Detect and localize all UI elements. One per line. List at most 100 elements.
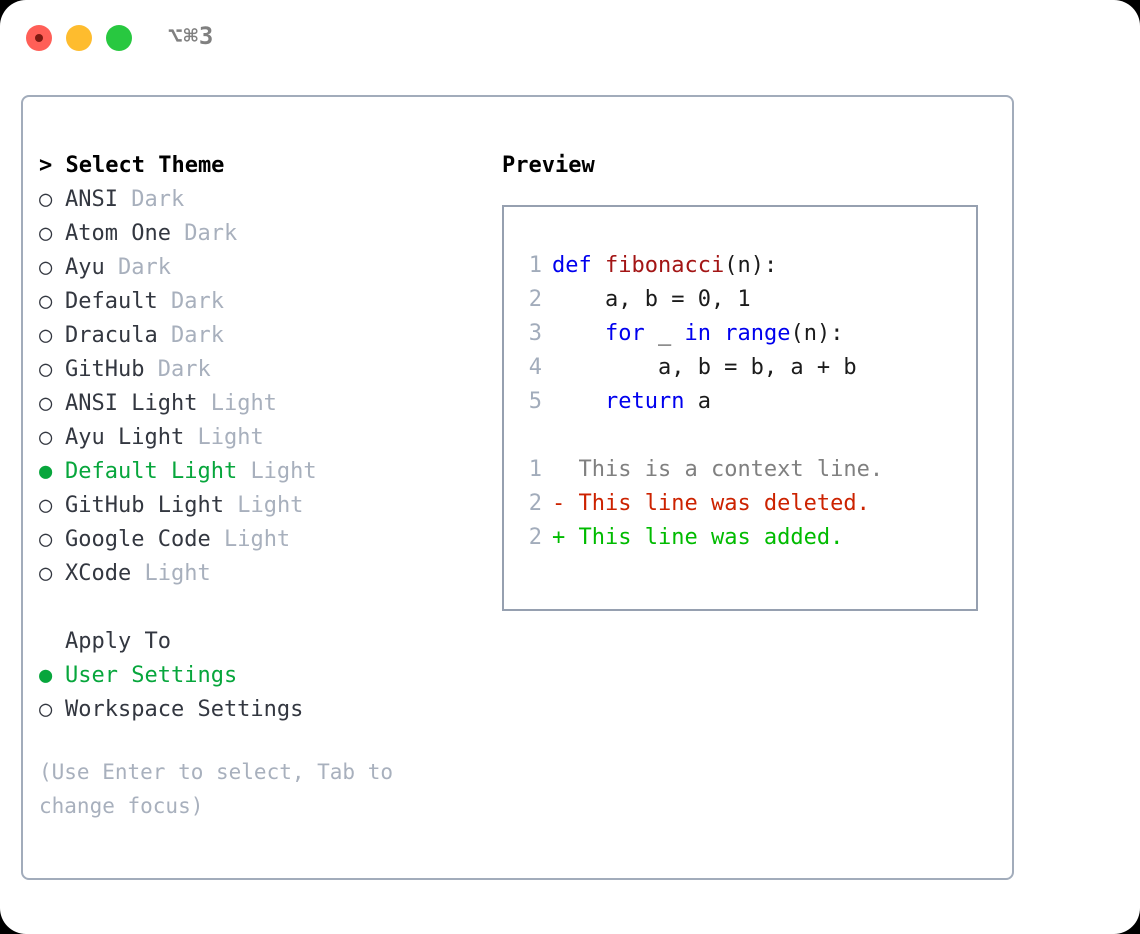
select-theme-heading: > Select Theme [39,153,225,178]
theme-variant-badge: Dark [118,255,171,280]
diff-marker [552,457,579,482]
radio-selected-icon: ● [39,459,53,484]
theme-list-item[interactable]: ○Ayu Dark [39,251,479,285]
apply-to-label: User Settings [65,663,238,688]
apply-to-item[interactable]: ● User Settings [39,659,479,693]
theme-list-item[interactable]: ○Default Dark [39,285,479,319]
theme-name: XCode [65,561,132,586]
diff-text: This line was deleted. [578,491,870,516]
diff-line-number: 2 [528,491,542,516]
theme-name-gap [105,255,118,280]
diff-marker: + [552,525,579,550]
radio-unselected-icon: ○ [39,187,53,212]
theme-list-item[interactable]: ○ANSI Light Light [39,387,479,421]
minimize-window-button[interactable] [66,25,92,51]
theme-list-item[interactable]: ○ XCode Light [39,557,479,591]
code-token: a [684,389,711,414]
code-token: a, b = 0, 1 [552,287,751,312]
theme-name-gap [144,357,157,382]
code-token: (n): [724,253,778,278]
theme-name-gap [197,391,210,416]
theme-list-item[interactable]: ○GitHub Light Light [39,489,479,523]
diff-line-number: 1 [528,457,542,482]
theme-variant-badge: Dark [170,323,224,348]
theme-name-gap [171,221,184,246]
theme-list-item[interactable]: ○ ANSI Dark [39,183,479,217]
theme-name: Dracula [65,323,158,348]
diff-line-number: 2 [528,525,542,550]
code-blank-line [518,419,883,453]
theme-name-gap [158,323,171,348]
theme-variant-badge: Light [223,527,291,552]
theme-variant-badge: Light [250,459,317,484]
close-icon [35,34,43,42]
apply-to-label: Workspace Settings [65,697,304,722]
theme-variant-badge: Dark [184,221,238,246]
code-line: 4 a, b = b, a + b [518,351,883,385]
code-line-number: 3 [528,321,542,346]
theme-name: Atom One [65,221,171,246]
code-token [552,389,605,414]
radio-unselected-icon: ○ [39,561,53,586]
theme-list-column: > Select Theme ○ANSI Dark○Atom One Dark○… [39,149,479,823]
theme-name-gap [224,493,237,518]
code-line-number: 4 [528,355,542,380]
theme-variant-badge: Dark [131,187,185,212]
theme-variant-badge: Light [144,561,211,586]
theme-name-gap [237,459,250,484]
theme-name: Ayu [65,255,105,280]
code-token [711,321,724,346]
code-line: 2 a, b = 0, 1 [518,283,883,317]
theme-list-item[interactable]: ○Atom One Dark [39,217,479,251]
code-token: def [552,253,605,278]
apply-to-list[interactable]: ● User Settings ○ Workspace Settings [39,659,479,727]
title-bar: ⌥⌘3 [0,0,1140,78]
radio-selected-icon: ● [39,663,53,688]
diff-line: 2- This line was deleted. [518,487,883,521]
theme-variant-badge: Dark [170,289,224,314]
diff-line: 2+ This line was added. [518,521,883,555]
theme-name-gap [184,425,197,450]
theme-list-item[interactable]: ○Google Code Light [39,523,479,557]
radio-unselected-icon: ○ [39,323,53,348]
radio-unselected-icon: ○ [39,697,53,722]
maximize-window-button[interactable] [106,25,132,51]
apply-to-heading: Apply To [39,625,479,659]
radio-unselected-icon: ○ [39,493,53,518]
list-spacer [39,591,479,625]
radio-unselected-icon: ○ [39,391,53,416]
theme-list-item[interactable]: ●Default Light Light [39,455,479,489]
theme-variant-badge: Light [237,493,304,518]
diff-text: This is a context line. [578,457,884,482]
theme-list-item[interactable]: ○GitHub Dark [39,353,479,387]
code-line-number: 2 [528,287,542,312]
radio-unselected-icon: ○ [39,527,53,552]
code-token: in [684,321,711,346]
radio-unselected-icon: ○ [39,289,53,314]
apply-to-heading-indent [39,625,65,659]
theme-variant-badge: Dark [157,357,211,382]
theme-list[interactable]: ○ANSI Dark○Atom One Dark○Ayu Dark○Defaul… [39,183,479,591]
theme-name-gap [131,561,144,586]
diff-line: 1 This is a context line. [518,453,883,487]
theme-list-item[interactable]: ○ Dracula Dark [39,319,479,353]
theme-name: GitHub [65,357,145,382]
code-token: range [724,321,791,346]
code-token: _ [644,321,685,346]
diff-marker: - [552,491,579,516]
keyboard-hint: (Use Enter to select, Tab to change focu… [39,760,394,818]
close-window-button[interactable] [26,25,52,51]
theme-name: Ayu Light [65,425,185,450]
apply-to-item[interactable]: ○ Workspace Settings [39,693,479,727]
preview-heading: Preview [502,153,595,178]
code-line: 3 for _ in range(n): [518,317,883,351]
theme-name: ANSI [65,187,118,212]
code-token: a, b = b, a + b [552,355,857,380]
code-line-number: 1 [528,253,542,278]
theme-list-item[interactable]: ○Ayu Light Light [39,421,479,455]
